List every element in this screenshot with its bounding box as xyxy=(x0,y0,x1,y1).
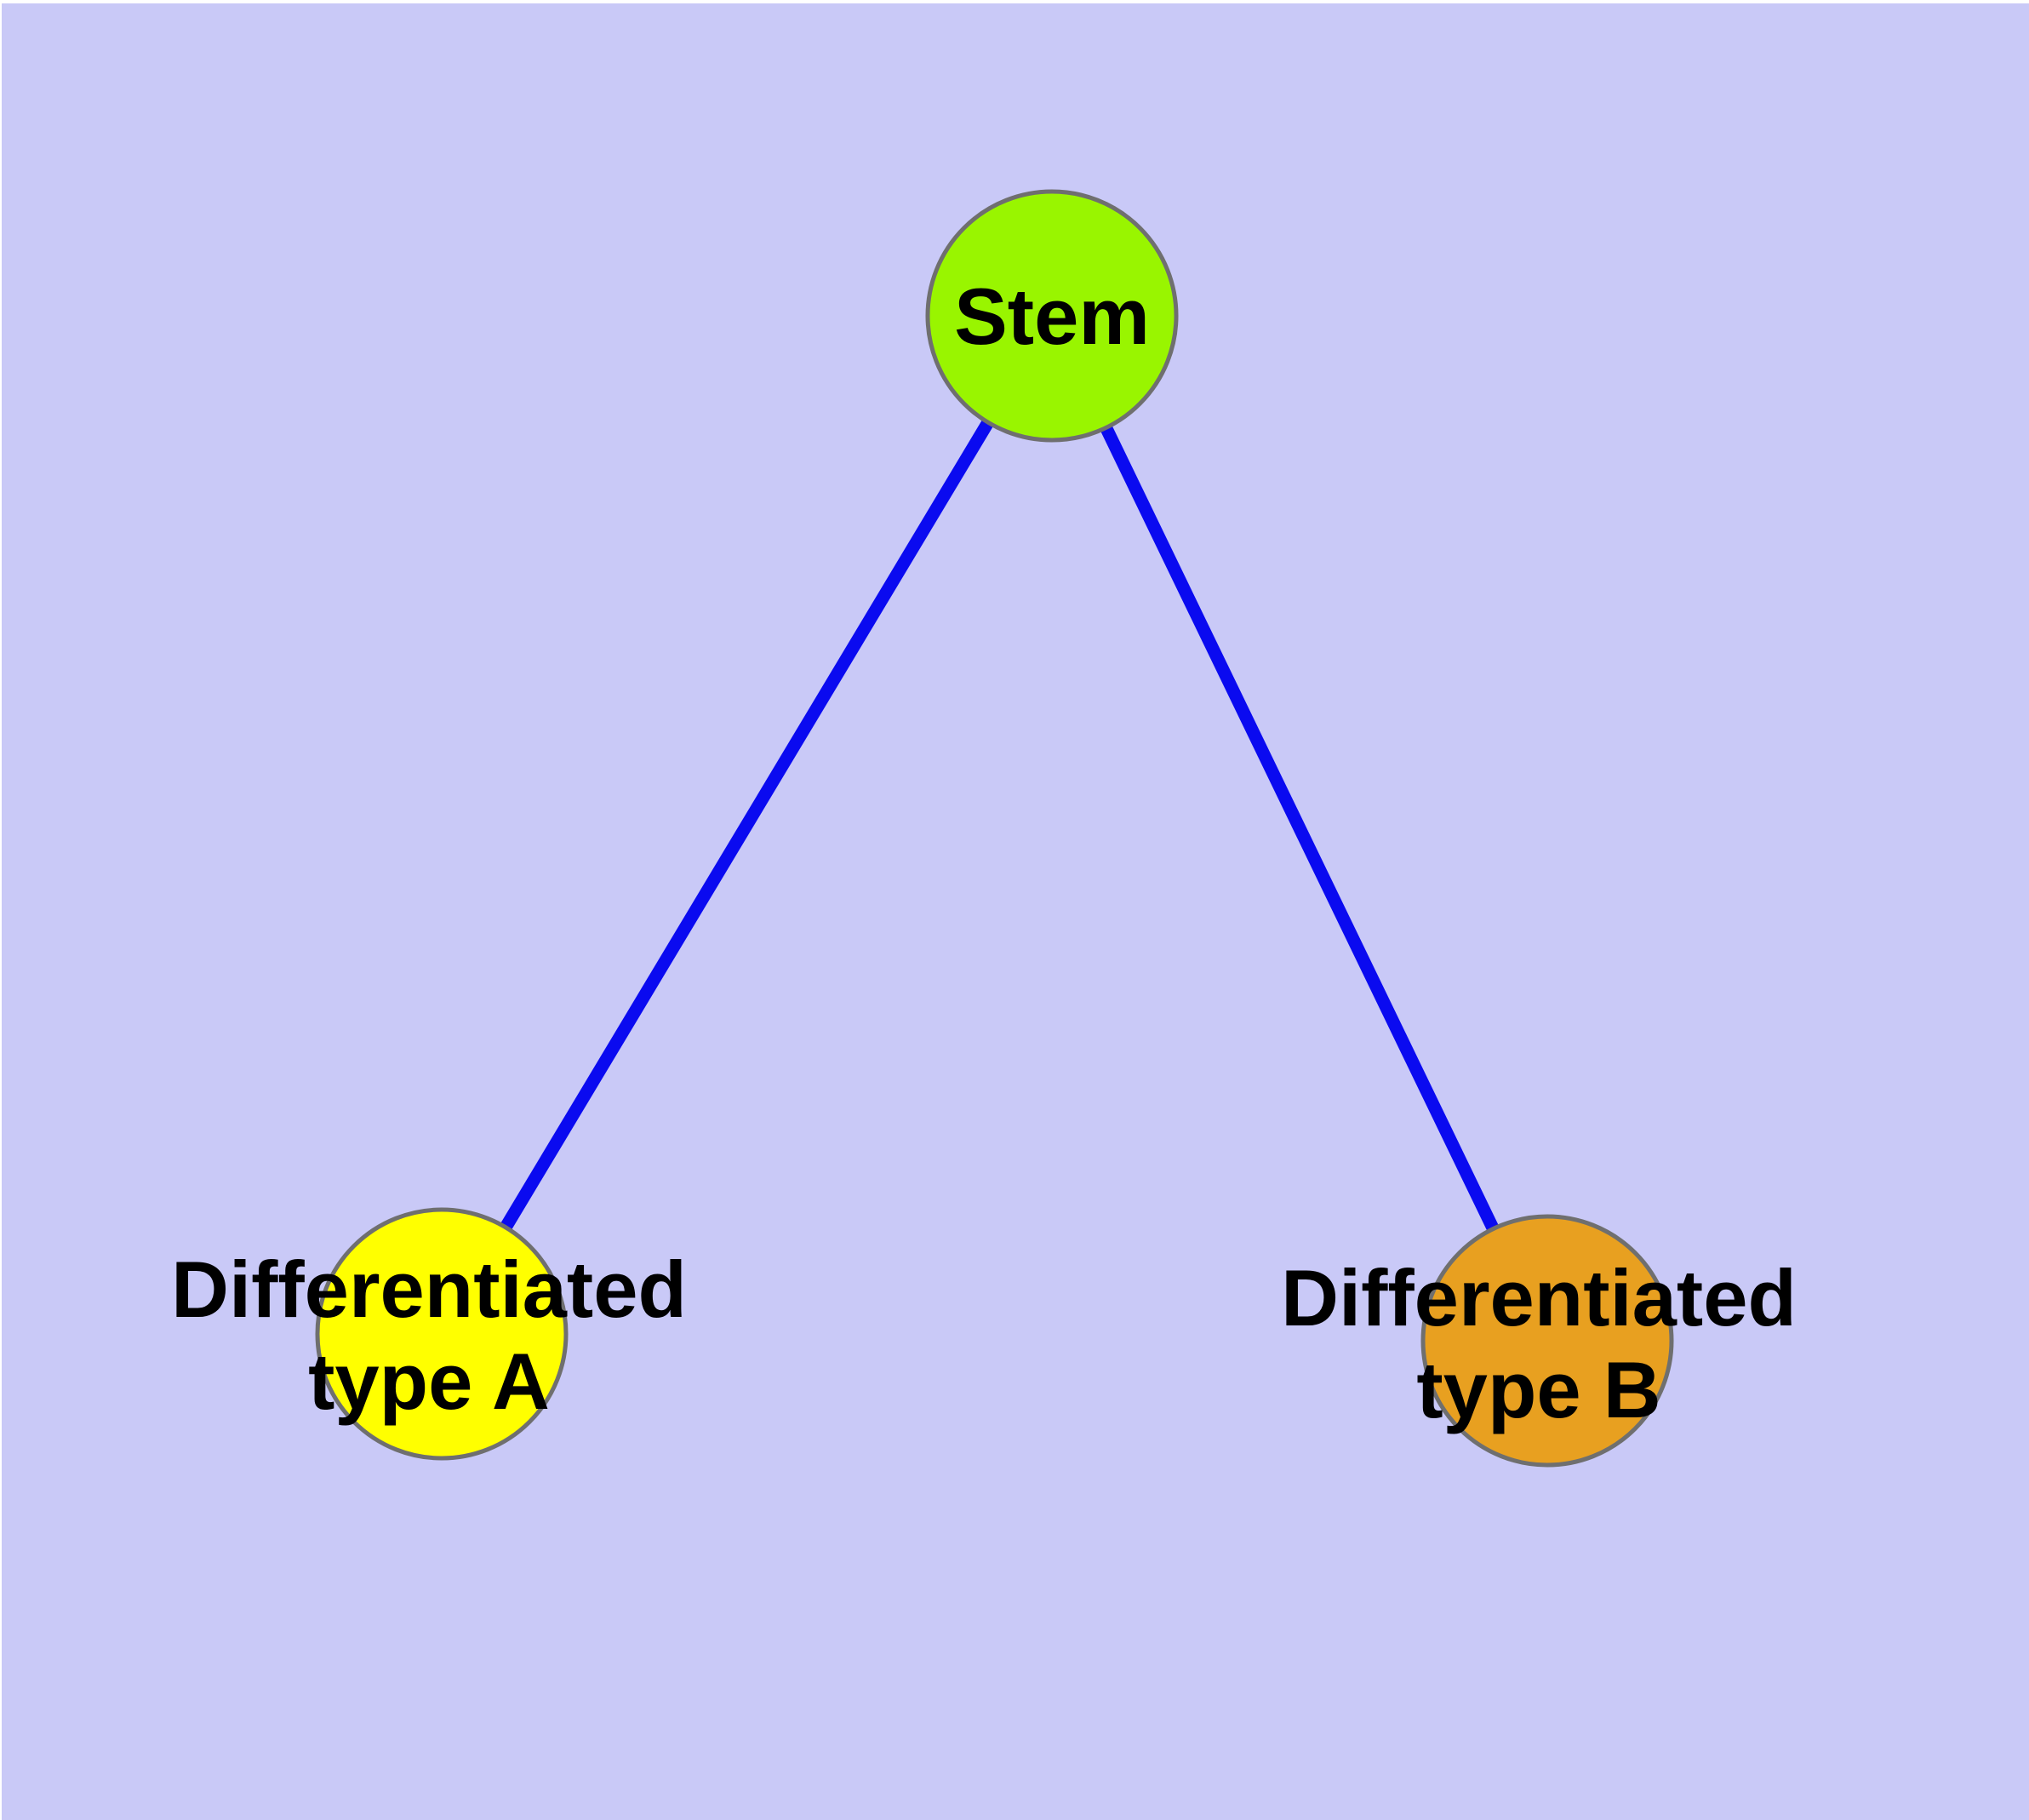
edge-stem-differentiated-type-b xyxy=(1046,312,1553,1344)
node-differentiated-type-b-label-line-2: type B xyxy=(1416,1345,1660,1434)
node-stem-label-line-1: Stem xyxy=(954,272,1150,361)
node-differentiated-type-b-label-line-1: Differentiated xyxy=(1281,1253,1797,1342)
node-differentiated-type-b[interactable] xyxy=(1420,1214,1674,1468)
node-differentiated-type-a-label-line-2: type A xyxy=(308,1336,550,1426)
edge-stem-differentiated-type-a xyxy=(436,312,1058,1337)
node-stem[interactable] xyxy=(925,189,1179,443)
node-differentiated-type-a[interactable] xyxy=(315,1207,569,1461)
node-differentiated-type-a-label-line-1: Differentiated xyxy=(171,1245,687,1334)
